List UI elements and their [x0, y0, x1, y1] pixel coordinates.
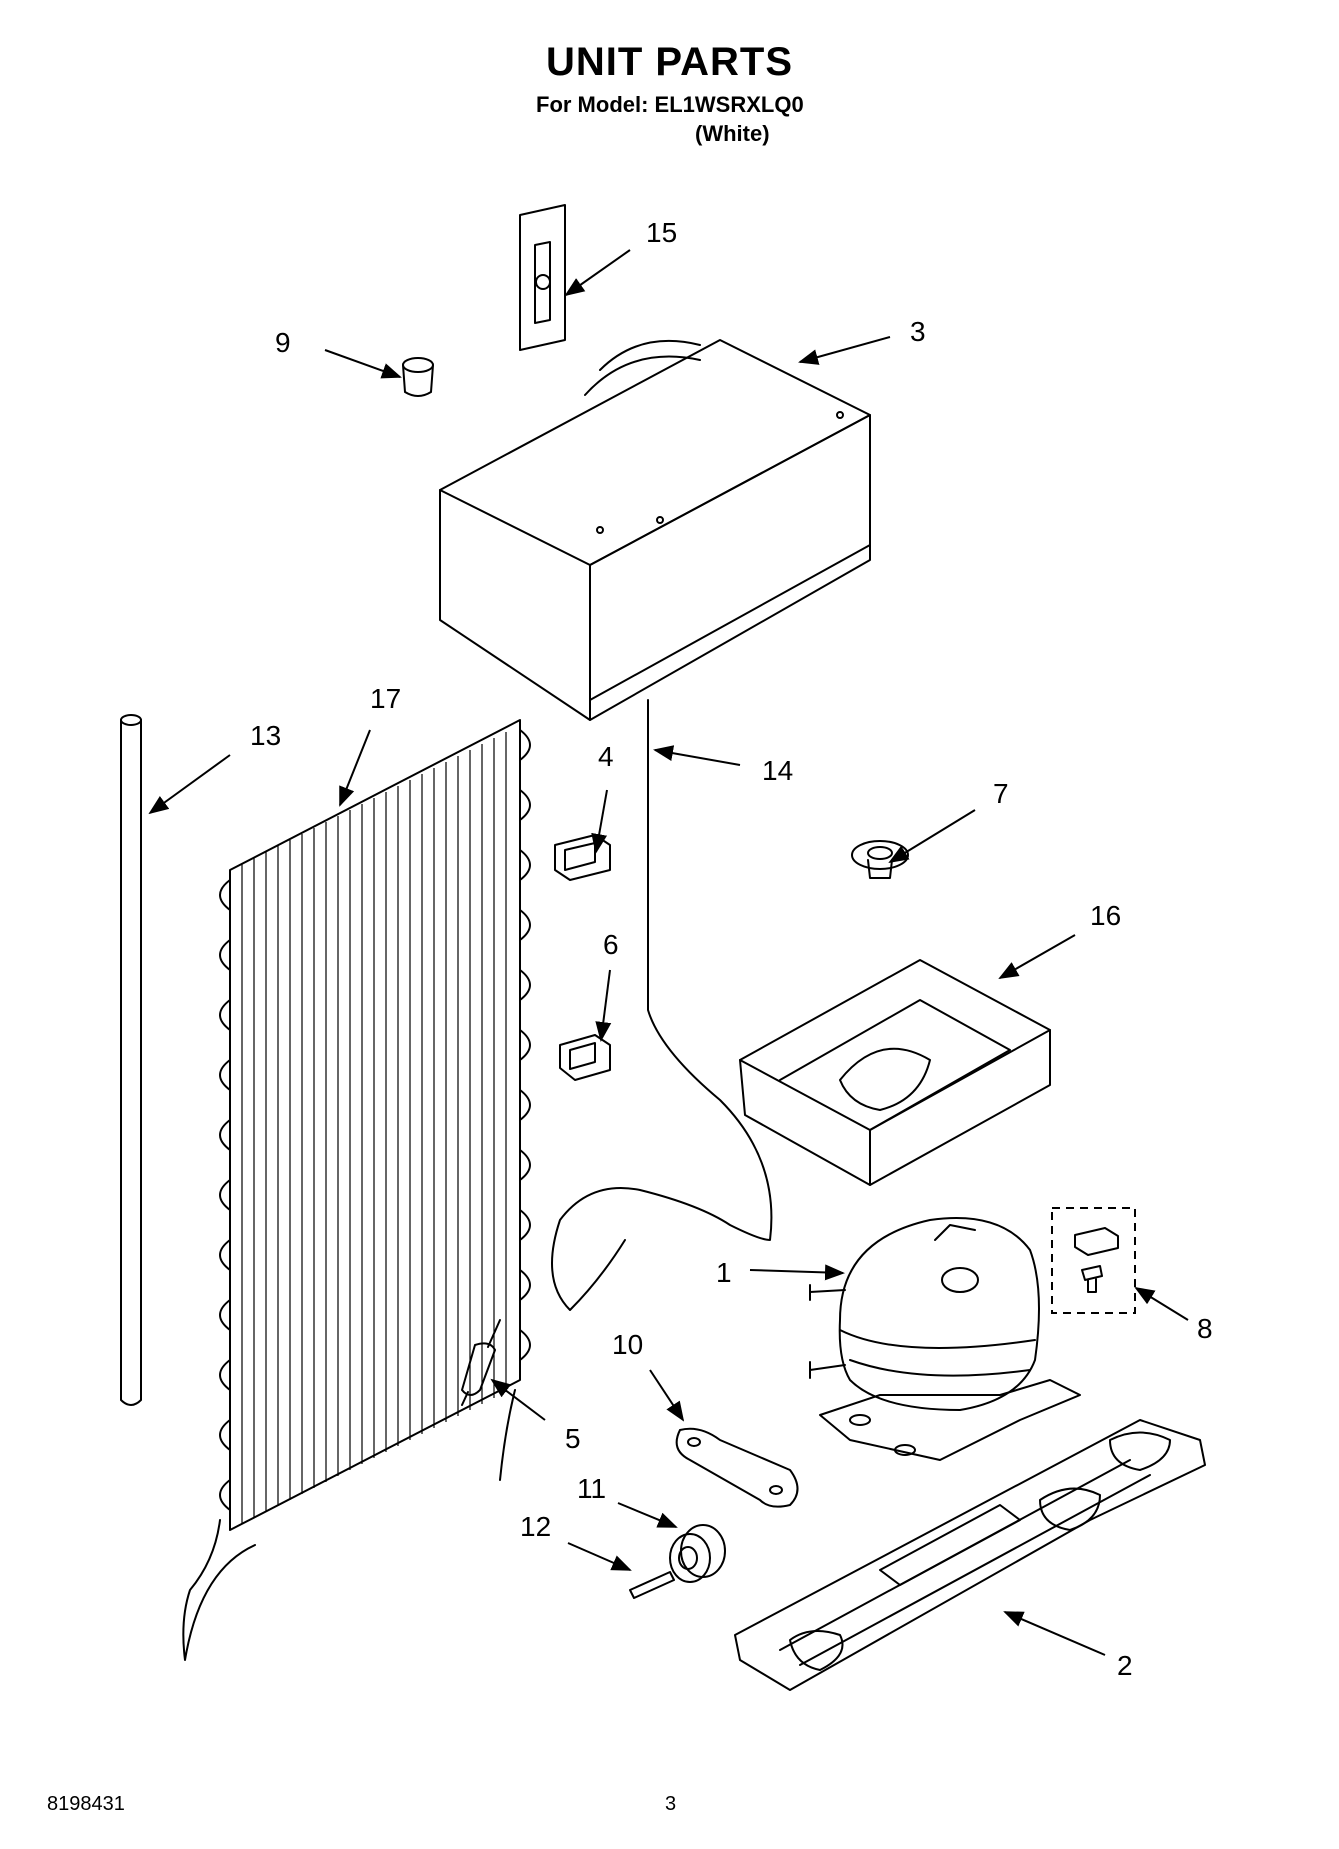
part-12-pin [629, 1571, 675, 1599]
model-number: For Model: EL1WSRXLQ0 [536, 92, 804, 117]
leader-12 [567, 1542, 632, 1571]
part-17-condenser [182, 719, 531, 1661]
callout-4: 4 [598, 741, 614, 772]
callout-5: 5 [565, 1423, 581, 1454]
callout-3: 3 [910, 316, 926, 347]
callout-8: 8 [1197, 1313, 1213, 1344]
callout-11: 11 [577, 1473, 606, 1504]
callout-6: 6 [603, 929, 619, 960]
color-note: (White) [695, 121, 770, 146]
leader-7 [888, 809, 976, 864]
leader-14 [653, 745, 741, 766]
part-16-tray [739, 959, 1051, 1186]
callout-17: 17 [370, 683, 401, 714]
leader-15 [564, 249, 631, 297]
part-15-bracket [519, 204, 566, 351]
part-1-compressor [809, 1217, 1081, 1461]
part-6-clip [559, 1034, 611, 1081]
leader-10 [649, 1369, 685, 1422]
callout-15: 15 [646, 217, 677, 248]
part-7-grommet [851, 840, 909, 879]
part-10-strap [675, 1427, 799, 1508]
leader-3 [798, 336, 891, 365]
part-9-cap [402, 357, 434, 397]
part-4-clip [554, 834, 611, 881]
part-8-hardware-kit [1051, 1207, 1136, 1314]
leader-16 [998, 934, 1076, 979]
part-2-base-plate [734, 1419, 1206, 1691]
page-number: 3 [665, 1793, 677, 1815]
callout-16: 16 [1090, 900, 1121, 931]
leader-9 [324, 349, 402, 379]
page-title: UNIT PARTS [545, 40, 794, 84]
part-13-rod [120, 714, 142, 1406]
part-11-grommet [669, 1524, 726, 1583]
leader-11 [617, 1502, 678, 1528]
leader-6 [595, 969, 612, 1042]
leader-1 [749, 1264, 845, 1281]
callout-14: 14 [762, 755, 793, 786]
callout-10: 10 [612, 1329, 643, 1360]
callout-13: 13 [250, 720, 281, 751]
callout-7: 7 [993, 778, 1009, 809]
callout-2: 2 [1117, 1650, 1133, 1681]
document-number: 8198431 [47, 1793, 125, 1815]
leader-13 [148, 754, 231, 815]
leader-17 [339, 729, 371, 807]
callout-12: 12 [520, 1511, 551, 1542]
leader-2 [1003, 1611, 1106, 1656]
part-14-tube [551, 699, 773, 1311]
leader-4 [591, 789, 608, 854]
callout-1: 1 [716, 1257, 732, 1288]
part-3-housing [439, 339, 871, 721]
leader-5 [490, 1378, 546, 1421]
leader-8 [1134, 1286, 1189, 1321]
callout-9: 9 [275, 327, 291, 358]
part-5-dryer [461, 1319, 501, 1406]
